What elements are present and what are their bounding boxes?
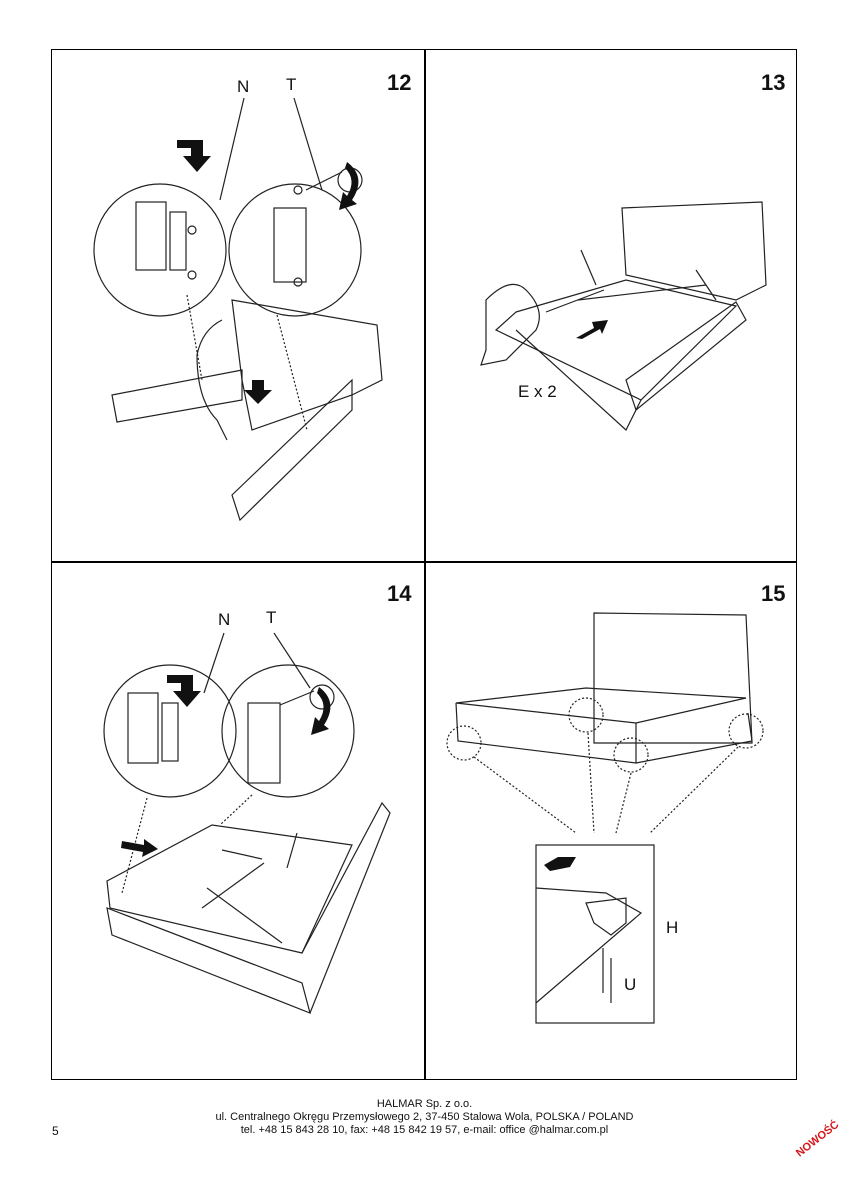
- step-number: 14: [387, 581, 412, 606]
- part-label-e: E x 2: [518, 382, 557, 401]
- part-label-u: U: [624, 975, 637, 994]
- illustration-hinge-attach-detail: [103, 632, 391, 1014]
- company-name: HALMAR Sp. z o.o.: [376, 1098, 473, 1110]
- panel-step-14: 14 N T: [52, 563, 424, 1075]
- page-footer: HALMAR Sp. z o.o. ul. Centralnego Okręgu…: [0, 1098, 849, 1137]
- step-number: 15: [761, 581, 786, 606]
- part-label-h: H: [666, 918, 679, 937]
- step-number: 13: [761, 70, 786, 95]
- part-label-t: T: [266, 608, 277, 627]
- company-contact: tel. +48 15 843 28 10, fax: +48 15 842 1…: [240, 1124, 609, 1136]
- panel-step-15: 15 H U: [426, 563, 798, 1075]
- page-number: 5: [52, 1124, 59, 1138]
- panel-step-13: 13 E x 2: [426, 50, 798, 562]
- illustration-frame-assembly: [480, 201, 767, 431]
- illustration-leg-mount: [446, 612, 764, 1024]
- illustration-hinge-attach: [93, 97, 383, 522]
- step-number: 12: [387, 70, 412, 95]
- part-label-n: N: [218, 610, 231, 629]
- grid-divider-horizontal: [51, 561, 797, 563]
- panel-step-12: 12 N T: [52, 50, 424, 562]
- company-address: ul. Centralnego Okręgu Przemysłowego 2, …: [215, 1111, 634, 1123]
- part-label-t: T: [286, 75, 297, 94]
- grid-divider-vertical: [424, 49, 426, 1080]
- part-label-n: N: [237, 77, 250, 96]
